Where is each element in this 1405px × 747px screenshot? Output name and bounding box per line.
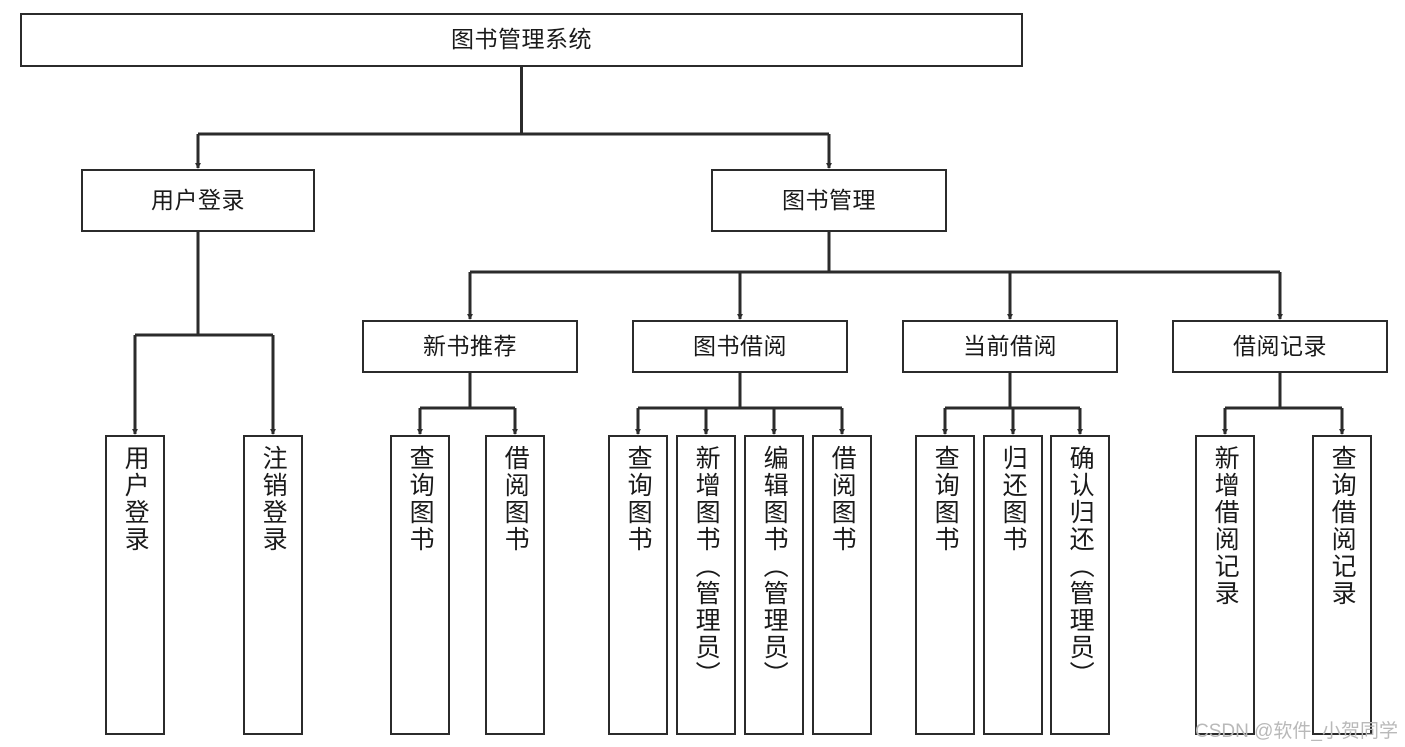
node-leaf-cur-1[interactable]: 查询图书 (915, 435, 975, 735)
node-label: 借阅图书 (828, 445, 857, 553)
node-borrow[interactable]: 图书借阅 (632, 320, 848, 373)
node-root[interactable]: 图书管理系统 (20, 13, 1023, 67)
node-leaf-borrow-1[interactable]: 查询图书 (608, 435, 668, 735)
node-leaf-cur-3[interactable]: 确认归还（管理员） (1050, 435, 1110, 735)
node-label: 查询图书 (406, 445, 435, 553)
node-label: 新增图书（管理员） (692, 445, 721, 688)
node-bookmgmt[interactable]: 图书管理 (711, 169, 947, 232)
node-label: 用户登录 (121, 445, 150, 553)
node-leaf-rec-1[interactable]: 新增借阅记录 (1195, 435, 1255, 735)
node-leaf-borrow-2[interactable]: 新增图书（管理员） (676, 435, 736, 735)
node-label: 确认归还（管理员） (1066, 445, 1095, 688)
node-leaf-new-1[interactable]: 查询图书 (390, 435, 450, 735)
node-label: 当前借阅 (963, 332, 1057, 359)
node-current[interactable]: 当前借阅 (902, 320, 1118, 373)
node-label: 图书管理系统 (451, 26, 592, 53)
node-leaf-cur-2[interactable]: 归还图书 (983, 435, 1043, 735)
node-label: 用户登录 (151, 186, 245, 213)
node-label: 借阅记录 (1233, 332, 1327, 359)
node-label: 归还图书 (999, 445, 1028, 553)
node-leaf-new-2[interactable]: 借阅图书 (485, 435, 545, 735)
node-label: 编辑图书（管理员） (760, 445, 789, 688)
node-label: 查询借阅记录 (1328, 445, 1357, 607)
node-label: 图书借阅 (693, 332, 787, 359)
node-login[interactable]: 用户登录 (81, 169, 315, 232)
node-label: 查询图书 (624, 445, 653, 553)
node-label: 图书管理 (782, 186, 876, 213)
node-leaf-login-1[interactable]: 用户登录 (105, 435, 165, 735)
node-leaf-borrow-3[interactable]: 编辑图书（管理员） (744, 435, 804, 735)
node-label: 借阅图书 (501, 445, 530, 553)
node-label: 查询图书 (931, 445, 960, 553)
node-newbook[interactable]: 新书推荐 (362, 320, 578, 373)
node-label: 新书推荐 (423, 332, 517, 359)
node-label: 注销登录 (259, 445, 288, 553)
node-records[interactable]: 借阅记录 (1172, 320, 1388, 373)
node-label: 新增借阅记录 (1211, 445, 1240, 607)
node-leaf-rec-2[interactable]: 查询借阅记录 (1312, 435, 1372, 735)
node-leaf-borrow-4[interactable]: 借阅图书 (812, 435, 872, 735)
node-leaf-login-2[interactable]: 注销登录 (243, 435, 303, 735)
